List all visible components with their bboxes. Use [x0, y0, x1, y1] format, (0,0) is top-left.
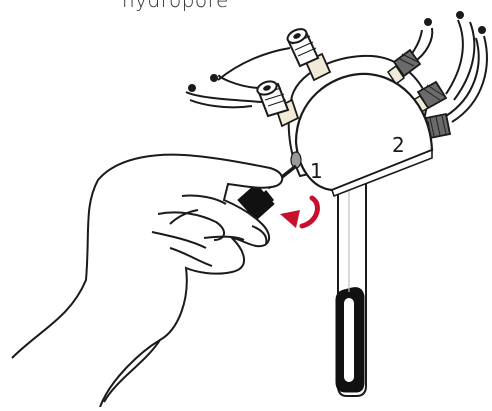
fitting-left-mid — [256, 80, 300, 128]
fitting-left-top — [286, 28, 332, 82]
port-label-2: 2 — [392, 133, 405, 157]
curved-rotate-arrow-icon — [280, 195, 320, 229]
port-label-1: 1 — [310, 159, 323, 183]
tubing — [185, 11, 488, 123]
caption-text: hydropore — [122, 0, 229, 12]
valve-front-plate — [290, 72, 434, 198]
fitting-right-top — [386, 48, 422, 86]
hand — [11, 153, 284, 408]
stand-rod — [335, 168, 367, 397]
